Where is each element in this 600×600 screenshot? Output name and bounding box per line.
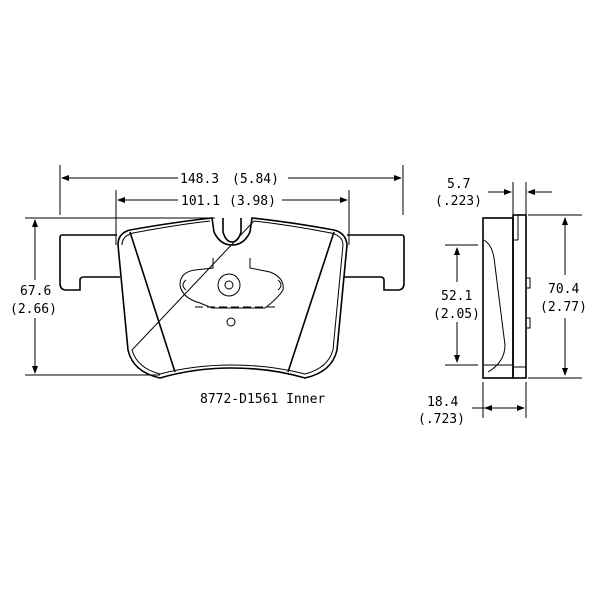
side-height-inch-label: (2.77) — [540, 300, 587, 315]
friction-width-inch-label: (3.98) — [229, 194, 276, 209]
clip-center — [224, 280, 234, 290]
friction-width-label: 101.1 — [181, 194, 220, 209]
friction-material-side — [482, 217, 514, 379]
center-notch — [222, 218, 242, 243]
clip-tab-right — [277, 279, 282, 291]
side-view: 5.7 (.223) 70.4 (2.77) 52.1 (2.05) 18.4 … — [418, 177, 587, 427]
chamfer-line-right — [287, 231, 335, 373]
friction-profile — [483, 239, 506, 373]
friction-height-label: 52.1 — [441, 289, 472, 304]
plate-pin — [525, 277, 531, 289]
total-thickness-label: 18.4 — [427, 395, 458, 410]
overall-width-label: 148.3 — [180, 172, 219, 187]
backing-plate-left-ear — [59, 234, 120, 291]
front-view: 148.3 (5.84) 101.1 (3.98) 67.6 (2.66) 87… — [10, 165, 405, 407]
height-label: 67.6 — [20, 284, 51, 299]
pad-inner-outline — [121, 220, 344, 375]
plate-thickness-label: 5.7 — [447, 177, 470, 192]
overall-width-inch-label: (5.84) — [232, 172, 279, 187]
height-inch-label: (2.66) — [10, 302, 57, 317]
chamfer-line-left — [129, 231, 176, 373]
backing-plate-side — [512, 214, 527, 379]
side-height-label: 70.4 — [548, 282, 579, 297]
pad-outline — [117, 217, 348, 379]
clip-ring — [217, 273, 241, 297]
plate-pin — [525, 317, 531, 329]
friction-height-inch-label: (2.05) — [433, 307, 480, 322]
total-thickness-inch-label: (.723) — [418, 412, 465, 427]
part-label: 8772-D1561 Inner — [200, 392, 325, 407]
spring-clip — [179, 258, 284, 309]
plate-thickness-inch-label: (.223) — [435, 194, 482, 209]
wear-sensor-hole — [226, 317, 236, 327]
clip-tab-left — [182, 279, 187, 291]
backing-plate-right-ear — [344, 234, 405, 291]
